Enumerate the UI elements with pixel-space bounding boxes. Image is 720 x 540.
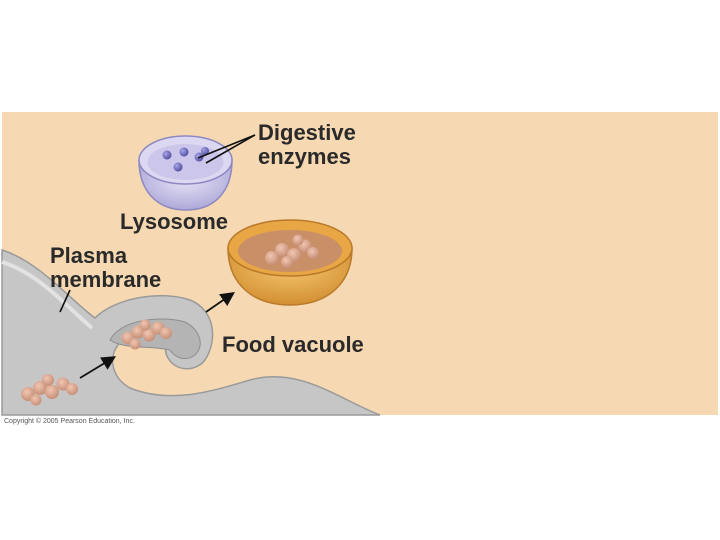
arrow-to-pocket <box>79 356 117 379</box>
lysosome-label: Lysosome <box>120 209 229 234</box>
digestive-enzymes-label: Digestive enzymes <box>258 121 356 169</box>
food-particle-in-vacuole <box>265 234 319 268</box>
digestive-enzymes <box>162 147 209 172</box>
food-particle-in-pocket <box>121 319 172 350</box>
enzymes-leader-lines <box>197 134 256 164</box>
arrow-to-vacuole <box>205 291 235 313</box>
plasma-membrane-label-line1: Plasma <box>50 243 128 268</box>
food-vacuole-label: Food vacuole <box>222 332 364 357</box>
lysosome <box>138 135 233 211</box>
panel-background <box>2 112 718 415</box>
food-vacuole <box>227 219 353 306</box>
copyright-notice: Copyright © 2005 Pearson Education, Inc. <box>4 418 135 425</box>
digestive-enzymes-label-line2: enzymes <box>258 144 351 169</box>
food-particle-outside <box>21 374 78 406</box>
digestive-enzymes-label-line1: Digestive <box>258 120 356 145</box>
membrane-leader-line <box>59 289 71 313</box>
plasma-membrane-label-line2: membrane <box>50 267 162 292</box>
plasma-membrane-label: Plasma membrane <box>50 244 161 292</box>
